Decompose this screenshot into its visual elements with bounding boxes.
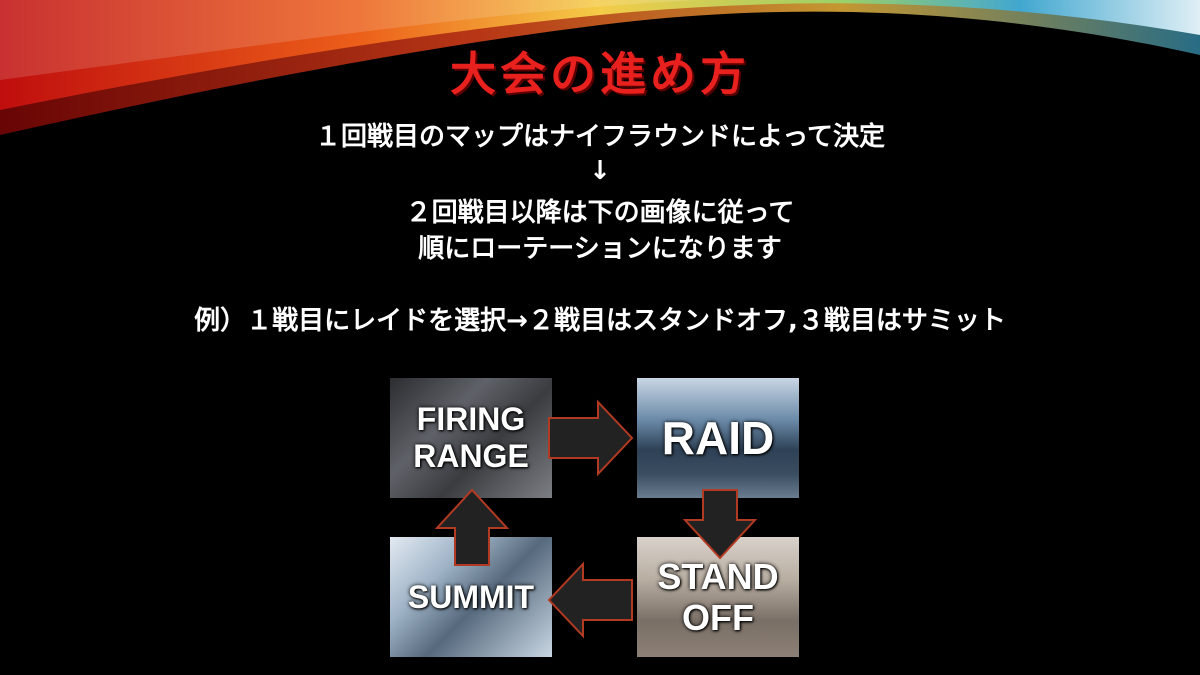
map-label-off: OFF [682,597,754,638]
rule-line-3: 順にローテーションになります [418,234,782,264]
map-tile-standoff: STAND OFF [637,537,799,657]
map-label-raid: RAID [661,411,775,464]
rule-line-2: ２回戦目以降は下の画像に従って [405,198,795,228]
map-tile-raid: RAID [637,378,799,498]
down-arrow-line: ↓ [589,156,611,186]
page-title: 大会の進め方 [450,47,750,101]
map-label-stand: STAND [657,555,779,597]
map-label-summit: SUMMIT [407,578,535,615]
map-tile-firing-range: FIRING RANGE [390,378,552,498]
rule-line-1: １回戦目のマップはナイフラウンドによって決定 [315,122,885,152]
map-tile-summit: SUMMIT [390,537,552,657]
example-text: 例）１戦目にレイドを選択→２戦目はスタンドオフ,３戦目はサミット [194,306,1006,336]
arrow-right-icon [548,399,634,477]
map-label-firing: FIRING [416,401,526,438]
map-label-range: RANGE [413,438,529,474]
decorative-swoosh [0,0,1200,135]
arrow-left-icon [547,561,633,639]
